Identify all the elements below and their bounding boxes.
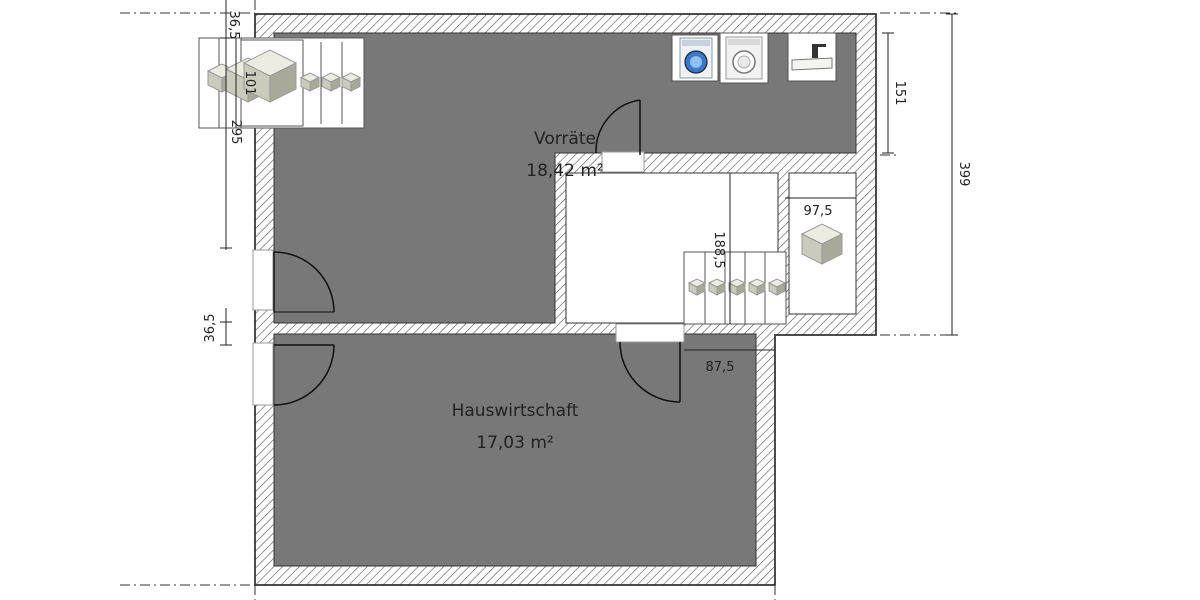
washing-machine-icon [671, 34, 719, 82]
dim-295: 295 [228, 120, 243, 145]
door-top-vorraete [595, 99, 645, 173]
door-left-upper [273, 251, 335, 313]
dim-87-5: 87,5 [706, 360, 735, 375]
box-icon [747, 278, 767, 296]
room-area-vorraete: 18,42 m² [526, 161, 603, 181]
door-left-lower [273, 344, 335, 406]
dim-36-5-top: 36,5 [226, 11, 241, 40]
box-icon [767, 278, 787, 296]
sink-icon [787, 32, 837, 82]
box-icon [242, 49, 298, 103]
box-icons [206, 49, 844, 296]
dimension-lines [220, 0, 958, 351]
box-icon [707, 278, 727, 296]
room-name-hauswirtschaft: Hauswirtschaft [452, 401, 579, 421]
dim-97-5: 97,5 [804, 204, 833, 219]
box-icon [340, 72, 362, 92]
door-mid [615, 323, 685, 403]
box-icon [800, 223, 844, 265]
dim-36-5-mid: 36,5 [203, 314, 218, 343]
box-icon [727, 278, 747, 296]
dim-151: 151 [892, 81, 907, 106]
room-vorraete [273, 32, 857, 324]
dim-101: 101 [242, 71, 257, 96]
box-icon [320, 72, 342, 92]
box-icon [687, 278, 707, 296]
room-hauswirtschaft [273, 333, 757, 567]
dim-188-5: 188,5 [711, 231, 726, 268]
dim-399: 399 [956, 162, 971, 187]
dryer-icon [719, 32, 769, 84]
box-icon [299, 72, 321, 92]
room-area-hauswirtschaft: 17,03 m² [476, 433, 553, 453]
room-name-vorraete: Vorräte [534, 129, 596, 149]
